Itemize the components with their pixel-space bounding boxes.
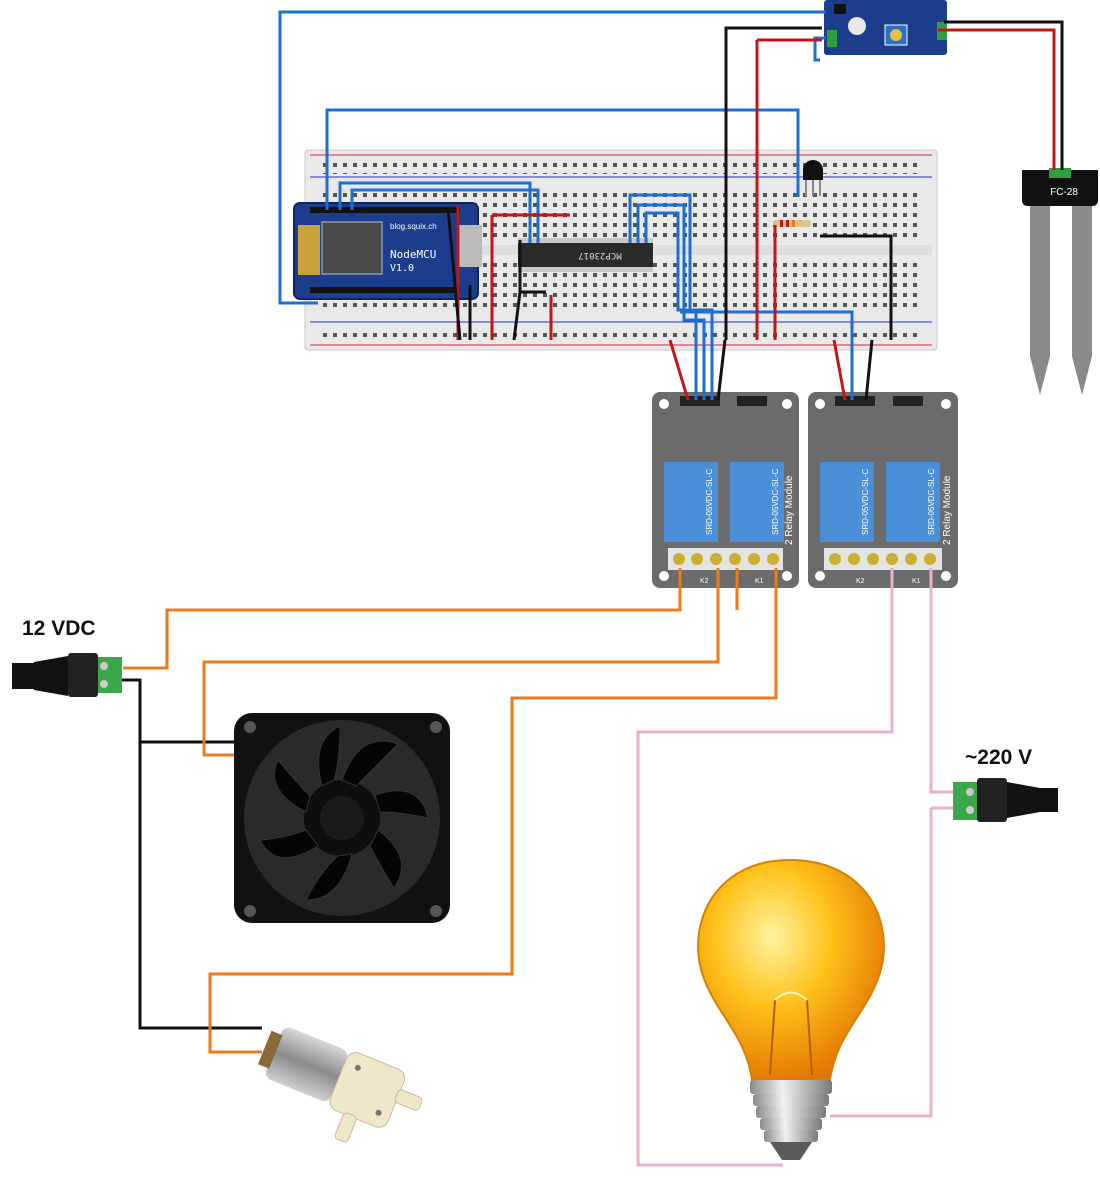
nodemcu-board: blog.squix.ch NodeMCU V1.0 (293, 202, 482, 300)
nodemcu-version: V1.0 (390, 263, 414, 274)
relay1-k1: K1 (755, 578, 764, 585)
nodemcu-title: NodeMCU (390, 248, 436, 261)
relay-module-2: 2 Relay Module SRD-05VDC-SL-C SRD-05VDC-… (808, 392, 958, 588)
mcp23017-chip: MCP23017 (518, 238, 653, 272)
relay-module-1: 2 Relay Module SRD-05VDC-SL-C SRD-05VDC-… (652, 392, 799, 588)
wires-pink (636, 568, 955, 1167)
fc28-soil-probe: FC-28 (1022, 168, 1098, 395)
wires-blue (278, 10, 854, 400)
light-bulb (697, 858, 885, 1160)
ac-supply-label: ~220 V (965, 746, 1033, 769)
nodemcu-site: blog.squix.ch (390, 222, 437, 231)
sensor-driver-board (824, 0, 947, 55)
relay1-k2: K2 (700, 578, 709, 585)
relay1-part-a: SRD-05VDC-SL-C (705, 469, 714, 535)
relay1-part-b: SRD-05VDC-SL-C (771, 469, 780, 535)
relay2-part-b: SRD-05VDC-SL-C (927, 469, 936, 535)
relay2-part-a: SRD-05VDC-SL-C (861, 469, 870, 535)
relay2-k2: K2 (856, 578, 865, 585)
relay1-label: 2 Relay Module (784, 475, 795, 545)
transistor (803, 160, 823, 196)
relay2-k1: K1 (912, 578, 921, 585)
fc28-label: FC-28 (1050, 187, 1078, 198)
resistor (773, 220, 811, 227)
dc-jack-12v (12, 653, 122, 697)
water-pump (257, 1027, 423, 1143)
wires-red (456, 28, 1056, 401)
ic-label: MCP23017 (578, 250, 621, 260)
relay2-label: 2 Relay Module (942, 475, 953, 545)
wires-black (120, 20, 1064, 1030)
ac-jack-220v (953, 778, 1058, 822)
dc-supply-label: 12 VDC (22, 617, 96, 640)
cooling-fan (234, 713, 450, 923)
wires-orange (123, 568, 778, 1054)
